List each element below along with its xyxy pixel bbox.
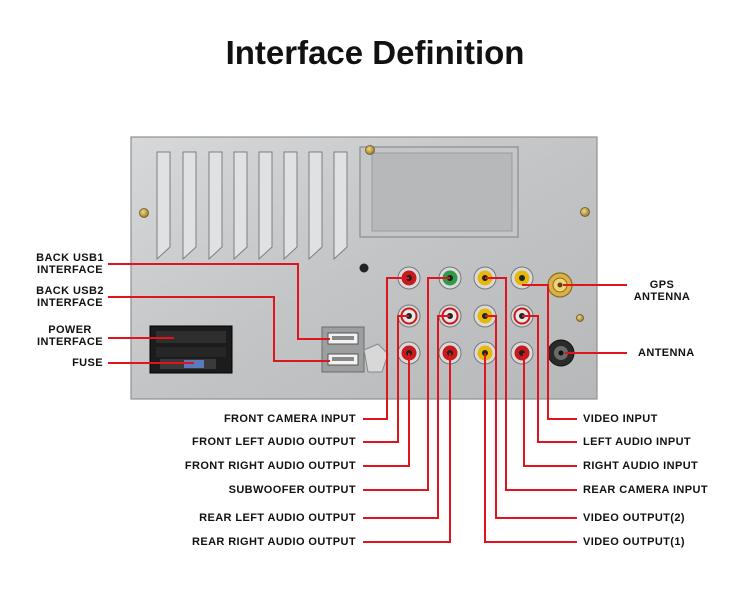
mount-hole [359, 263, 369, 273]
label-front-camera-input: FRONT CAMERA INPUT [223, 413, 356, 425]
label-power-interface: POWER INTERFACE [30, 324, 110, 348]
label-right-audio-input: RIGHT AUDIO INPUT [583, 460, 699, 472]
label-antenna: ANTENNA [638, 347, 695, 359]
label-gps-line1: GPS [649, 279, 675, 291]
leader-line-front-camera-input [363, 277, 409, 420]
rca-jack-right-audio-input [510, 341, 534, 365]
label-back-usb1: BACK USB1 INTERFACE [30, 252, 110, 276]
label-back-usb1-line1: BACK USB1 [36, 252, 104, 264]
label-left-audio-input: LEFT AUDIO INPUT [583, 436, 692, 448]
gps-connector [547, 272, 573, 298]
leader-line-back-usb1 [108, 263, 330, 340]
label-front-left-audio-output: FRONT LEFT AUDIO OUTPUT [191, 436, 356, 448]
vent-slots [156, 151, 348, 261]
power-connector [149, 325, 233, 374]
leader-lines [108, 263, 627, 543]
label-fuse: FUSE [72, 357, 103, 369]
leader-line-rear-right-audio-output [363, 353, 451, 543]
label-subwoofer-output: SUBWOOFER OUTPUT [228, 484, 356, 496]
rca-jack-subwoofer-output [438, 266, 462, 290]
label-power-line2: INTERFACE [37, 336, 103, 348]
leader-line-rear-left-audio-output [363, 315, 450, 519]
screws [139, 145, 590, 322]
label-back-usb2-line1: BACK USB2 [36, 285, 104, 297]
page-title: Interface Definition [225, 34, 525, 71]
label-video-input: VIDEO INPUT [583, 413, 658, 425]
label-back-usb2-line2: INTERFACE [37, 297, 103, 309]
rca-jack-left-audio-input [510, 304, 534, 328]
usb-ports [321, 326, 389, 373]
label-back-usb2: BACK USB2 INTERFACE [30, 285, 110, 309]
leader-line-rear-camera-input [485, 277, 577, 491]
leader-line-video-output-1 [484, 353, 577, 543]
label-video-output-1: VIDEO OUTPUT(1) [583, 536, 685, 548]
leader-line-left-audio-input [522, 315, 577, 443]
screw [580, 207, 590, 217]
rca-jack-video-input [510, 266, 534, 290]
leader-line-right-audio-input [523, 353, 577, 467]
label-back-usb1-line2: INTERFACE [37, 264, 103, 276]
label-rear-right-audio-output: REAR RIGHT AUDIO OUTPUT [191, 536, 356, 548]
leader-line-front-right-audio-output [363, 353, 410, 467]
leader-line-subwoofer-output [363, 277, 450, 491]
label-rear-left-audio-output: REAR LEFT AUDIO OUTPUT [199, 512, 356, 524]
screw [139, 208, 149, 218]
leader-line-back-usb2 [108, 296, 330, 362]
label-power-line1: POWER [48, 324, 92, 336]
leader-line-video-output-2 [485, 315, 577, 519]
leader-line-video-input [522, 284, 577, 420]
label-gps-antenna: GPS ANTENNA [627, 279, 697, 303]
screw [365, 145, 375, 155]
leader-line-front-left-audio-output [363, 315, 409, 443]
screw [576, 314, 584, 322]
label-video-output-2: VIDEO OUTPUT(2) [583, 512, 685, 524]
label-front-right-audio-output: FRONT RIGHT AUDIO OUTPUT [184, 460, 356, 472]
label-gps-line2: ANTENNA [633, 291, 691, 303]
label-rear-camera-input: REAR CAMERA INPUT [583, 484, 708, 496]
